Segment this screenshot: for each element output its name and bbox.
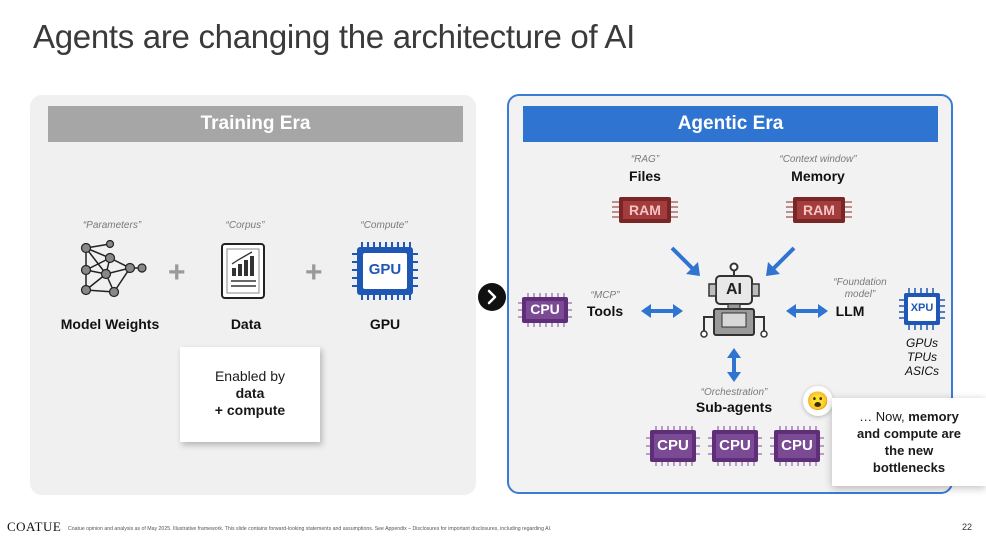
plus-sign: + [168, 256, 186, 289]
rag-quote: “RAG” [630, 154, 660, 165]
cpu-chip-icon: CPU [770, 426, 824, 466]
callout-line-3: the new [884, 443, 934, 458]
cpu-chip-icon: CPU [518, 293, 572, 327]
compute-quote: “Compute” [360, 220, 408, 231]
corpus-quote: “Corpus” [225, 220, 265, 231]
agentic-era-header: Agentic Era [523, 106, 938, 142]
enabled-line-1: Enabled by [214, 368, 286, 384]
coatue-logo: COATUE [7, 519, 62, 534]
surprised-emoji-icon: 😮 [803, 386, 833, 416]
callout-line-4: bottlenecks [872, 460, 946, 475]
sub-agents-label: Sub-agents [695, 399, 773, 415]
training-era-header: Training Era [48, 106, 463, 142]
cpu-chip-icon: CPU [646, 426, 700, 466]
callout-memory: memory [908, 409, 959, 424]
xpu-chip-text: XPU [910, 302, 934, 314]
cpu-chip-icon: CPU [708, 426, 762, 466]
plus-sign: + [305, 256, 323, 289]
xpu-list-item: ASICs [904, 364, 939, 378]
data-label: Data [230, 316, 262, 332]
cpu-chip-text: CPU [530, 301, 560, 317]
files-label: Files [629, 168, 661, 184]
gpu-chip-text: GPU [368, 261, 402, 278]
callout-prefix: … Now, [859, 409, 909, 424]
slide-title: Agents are changing the architecture of … [33, 18, 635, 55]
xpu-chip-icon: XPU [899, 288, 945, 330]
arrow-down-left-icon [766, 246, 796, 276]
foundation-quote-line-1: “Foundation [833, 277, 887, 288]
xpu-list-item: TPUs [907, 350, 937, 364]
xpu-list: GPUs TPUs ASICs [895, 336, 949, 378]
arrow-left-right-icon [786, 304, 828, 318]
ram-chip-text: RAM [803, 202, 835, 218]
mcp-quote: “MCP” [590, 290, 620, 301]
cpu-chip-text: CPU [657, 437, 689, 454]
robot-text: AI [726, 281, 742, 298]
ram-chip-icon: RAM [786, 196, 852, 224]
enabled-by-note: Enabled by data + compute [180, 347, 320, 442]
gpu-label: GPU [369, 316, 401, 332]
page-number: 22 [962, 522, 973, 532]
context-window-quote: “Context window” [779, 154, 857, 165]
model-weights-label: Model Weights [60, 316, 160, 332]
bottleneck-callout: … Now, memory and compute are the new bo… [832, 398, 986, 486]
foundation-quote-line-2: model” [844, 289, 876, 300]
next-arrow-button[interactable] [478, 283, 506, 311]
callout-line-2: and compute are [856, 426, 962, 441]
arrow-up-down-icon [727, 348, 741, 382]
cpu-chip-text: CPU [719, 437, 751, 454]
footer-disclaimer: Coatue opinion and analysis as of May 20… [68, 526, 552, 532]
ai-robot-icon: AI [698, 262, 770, 342]
orchestration-quote: “Orchestration” [700, 387, 768, 398]
ram-chip-icon: RAM [612, 196, 678, 224]
chevron-right-icon [487, 289, 497, 305]
neural-network-icon [80, 240, 147, 298]
gpu-chip-icon: GPU [350, 240, 420, 302]
enabled-line-2: data [235, 385, 265, 401]
tools-label: Tools [586, 303, 624, 319]
llm-label: LLM [835, 303, 865, 319]
arrow-left-right-icon [641, 304, 683, 318]
document-chart-icon [221, 243, 265, 299]
parameters-quote: “Parameters” [82, 220, 142, 231]
arrow-down-right-icon [670, 246, 700, 276]
ram-chip-text: RAM [629, 202, 661, 218]
memory-label: Memory [791, 168, 845, 184]
cpu-chip-text: CPU [781, 437, 813, 454]
xpu-list-item: GPUs [905, 336, 938, 350]
enabled-line-3: + compute [214, 402, 286, 418]
